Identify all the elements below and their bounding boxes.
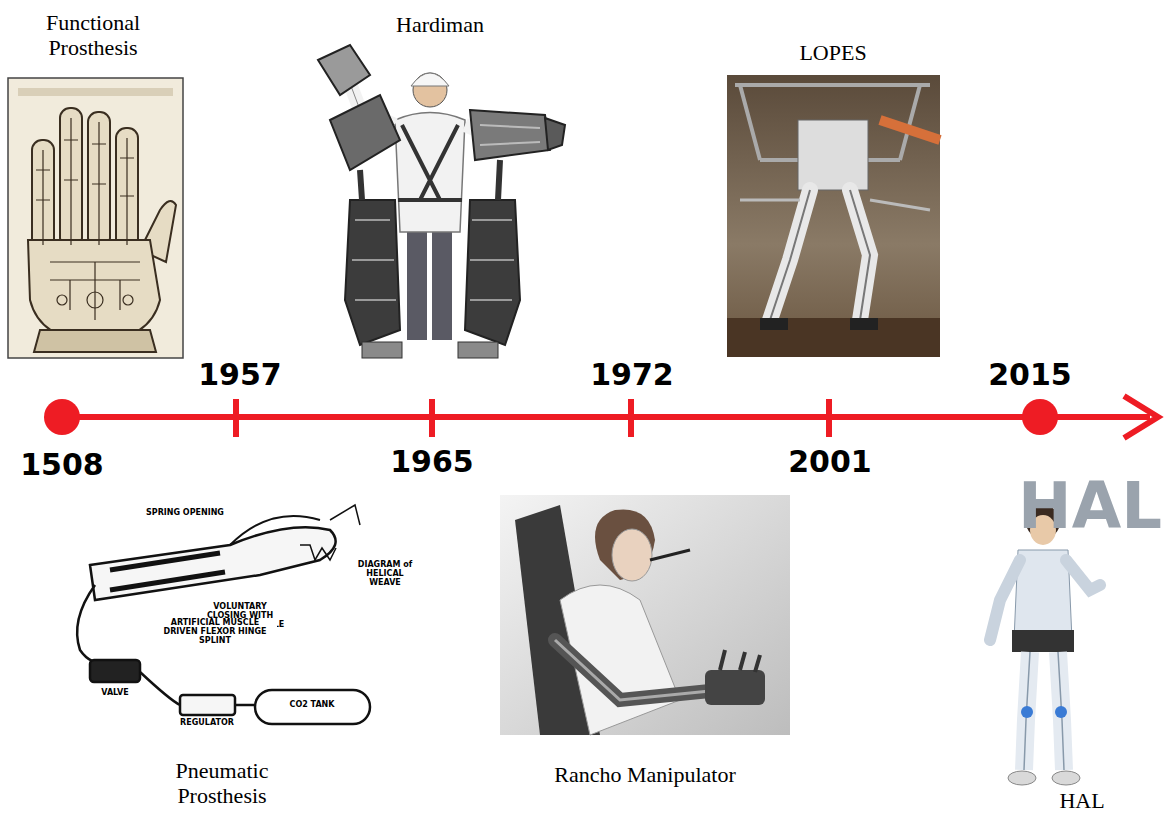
year-label: 2015 [988,358,1072,393]
part-label: ARTIFICIAL MUSCLE DRIVEN FLEXOR HINGE SP… [153,618,277,646]
year-label: 1972 [590,358,674,393]
hardiman-picture [318,45,565,358]
caption: Functional Prosthesis [18,10,168,61]
caption: Pneumatic Prosthesis [147,758,297,809]
functional-prosthesis-picture [8,78,183,358]
year-label: 1957 [198,358,282,393]
pneumatic-prosthesis-picture [77,505,370,724]
lopes-picture [727,75,940,357]
timeline-axis [44,396,1158,438]
part-label: DIAGRAM of HELICAL WEAVE [353,560,417,588]
caption: Hardiman [396,12,484,37]
year-label: 1965 [390,445,474,480]
caption: HAL [1059,788,1104,813]
rancho-manipulator-picture [500,495,790,735]
year-label: 2001 [788,445,872,480]
hal-picture [990,505,1100,785]
year-label: 1508 [20,448,104,483]
part-label: CO2 TANK [290,700,335,709]
part-label: VALVE [99,688,131,697]
watermark: HAL [1018,470,1162,544]
part-label: SPRING OPENING [144,508,226,517]
caption: LOPES [799,40,866,65]
caption: Rancho Manipulator [554,762,735,787]
part-label: REGULATOR [178,718,236,727]
